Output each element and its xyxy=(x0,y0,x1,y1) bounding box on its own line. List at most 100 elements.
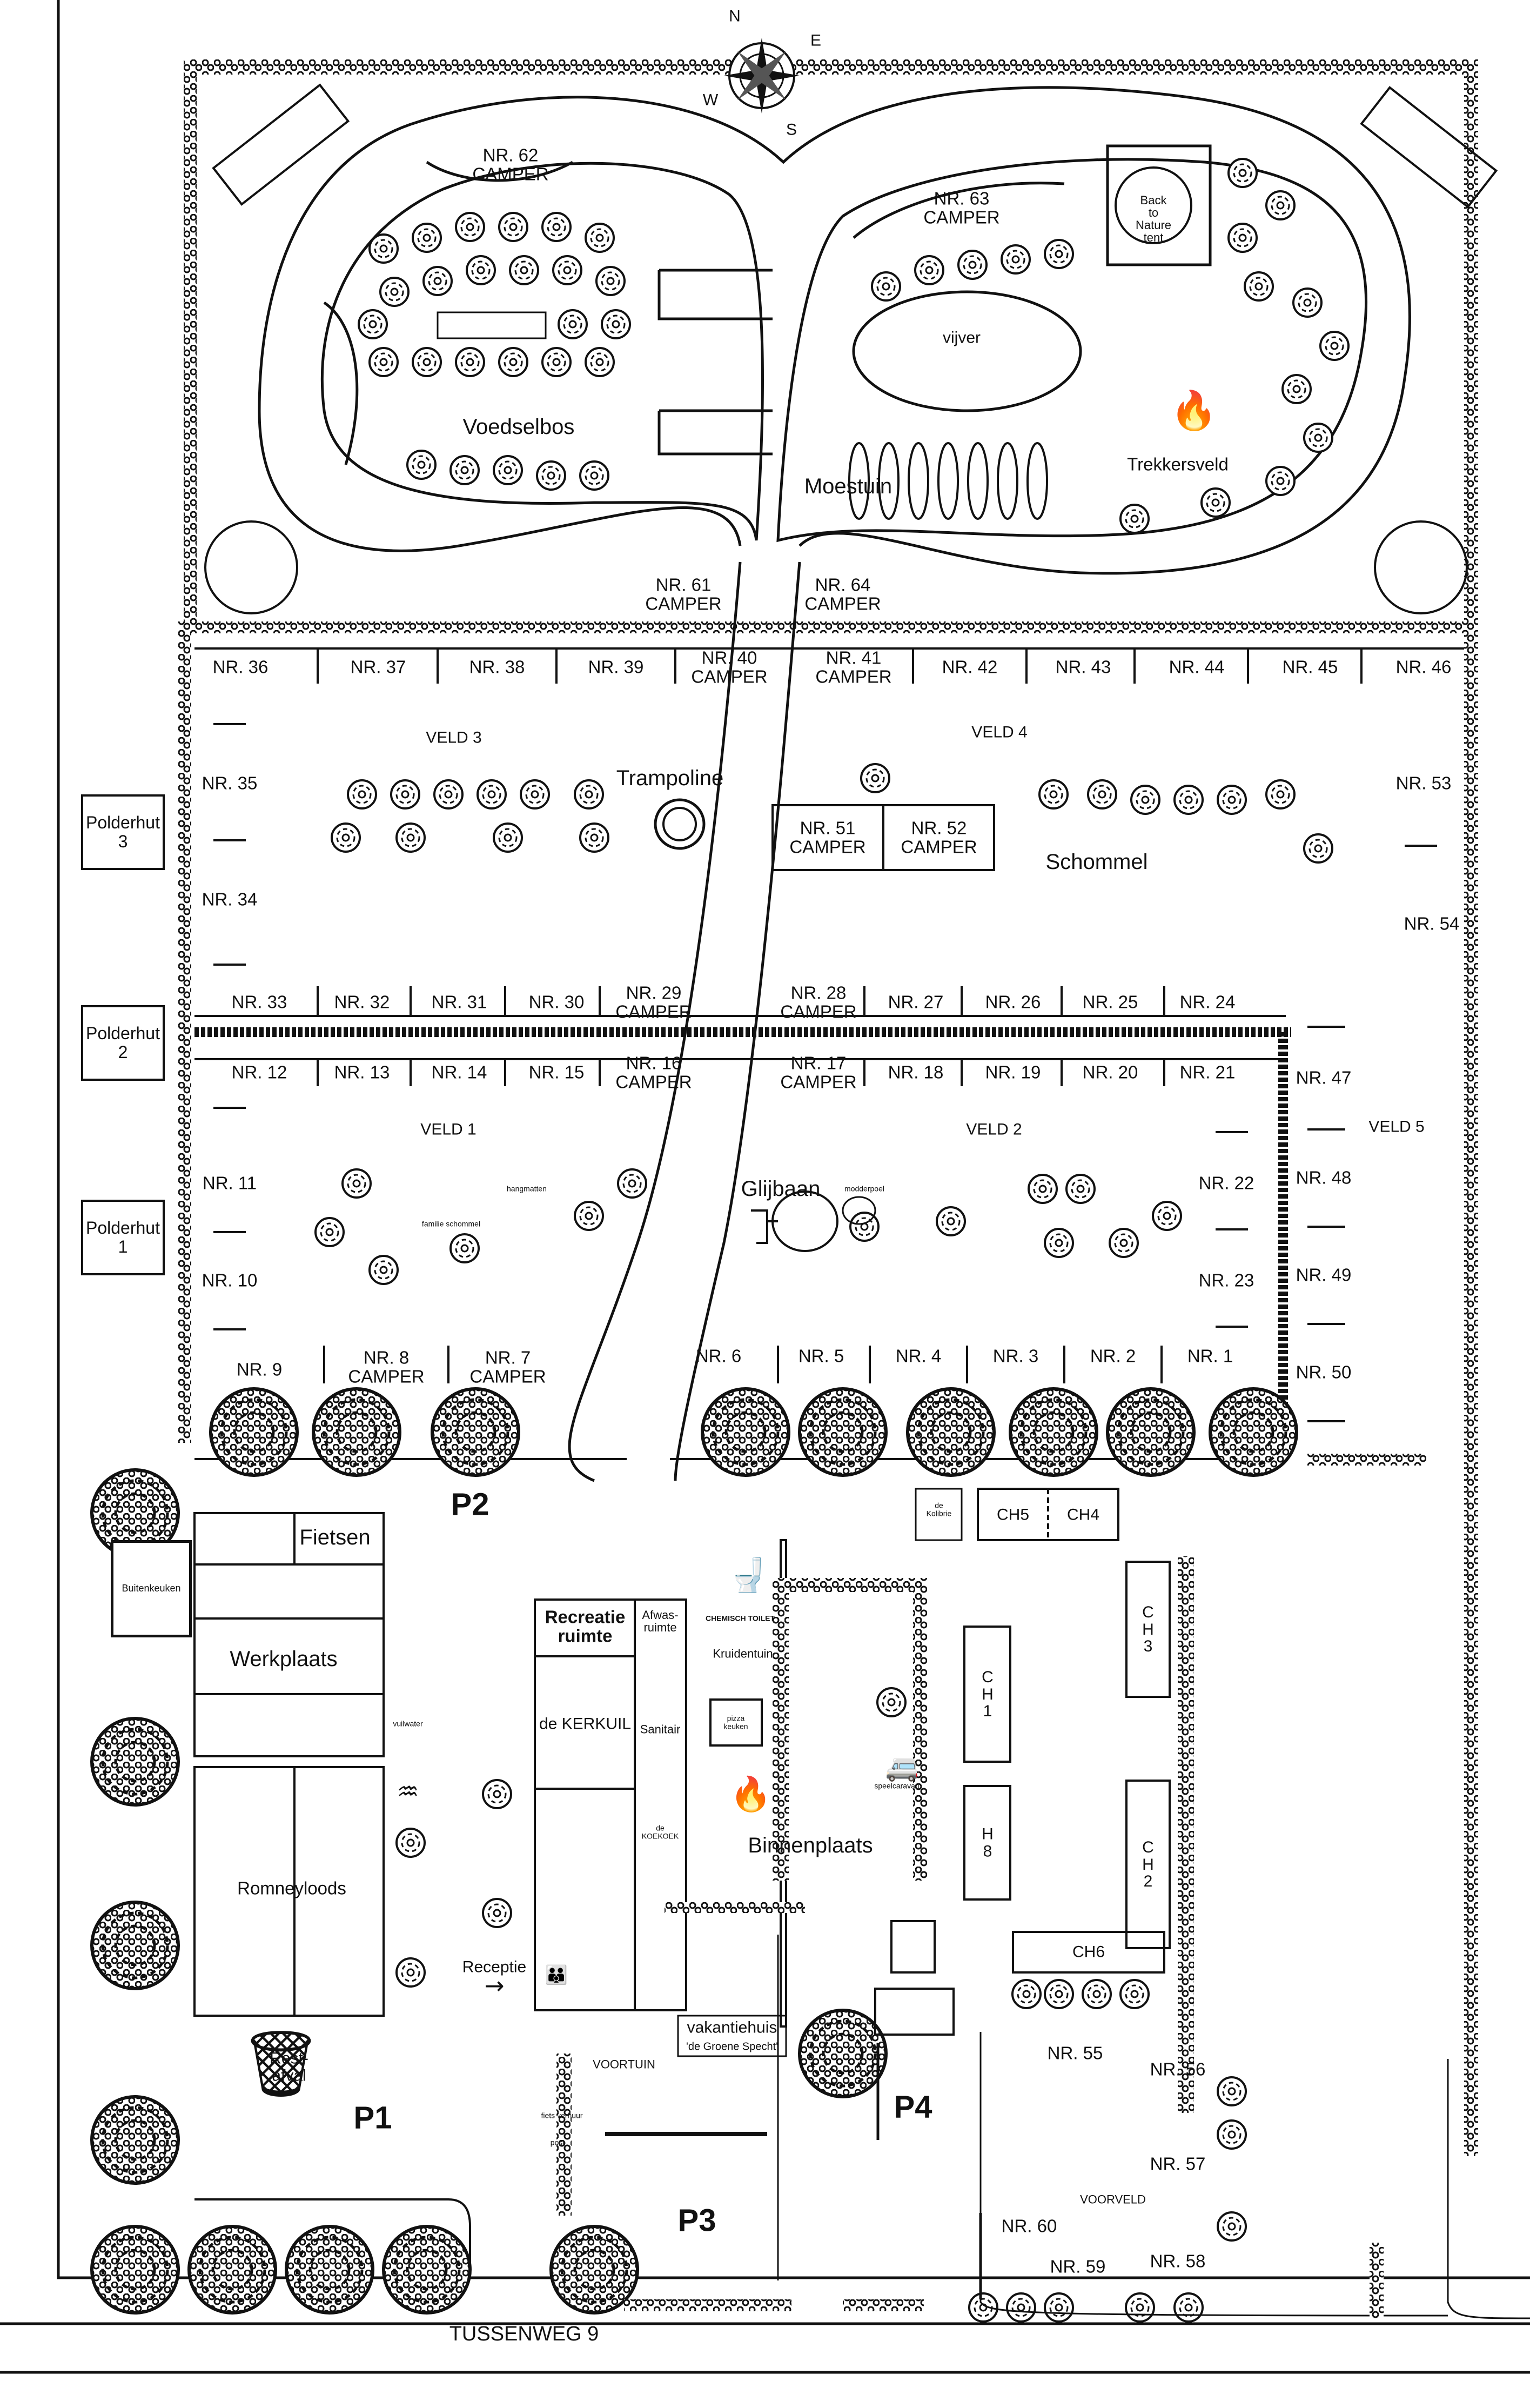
building-vakantiehuis[interactable]: vakantiehuis'de Groene Specht' xyxy=(686,2018,778,2052)
pitch-6[interactable]: NR. 6 xyxy=(695,1346,742,1366)
building-sanitair: Sanitair xyxy=(640,1722,681,1736)
label-receptie: Receptie xyxy=(462,1958,527,1976)
pitch-27[interactable]: NR. 27 xyxy=(888,992,944,1012)
pitch-50[interactable]: NR. 50 xyxy=(1296,1362,1352,1382)
pitch-53[interactable]: NR. 53 xyxy=(1395,773,1452,793)
pitch-12[interactable]: NR. 12 xyxy=(231,1062,287,1082)
pitch-49[interactable]: NR. 49 xyxy=(1296,1265,1352,1285)
campfire-icon-binnenplaats: 🔥 xyxy=(730,1774,772,1814)
pitch-39[interactable]: NR. 39 xyxy=(588,657,644,677)
building-ch5[interactable]: CH5 xyxy=(996,1506,1030,1524)
pitch-33[interactable]: NR. 33 xyxy=(231,992,287,1012)
caravan-icon: 🚐 xyxy=(885,1751,920,1783)
pitch-57[interactable]: NR. 57 xyxy=(1150,2153,1206,2174)
building-ch6[interactable]: CH6 xyxy=(1072,1943,1105,1961)
pitch-3[interactable]: NR. 3 xyxy=(992,1346,1039,1366)
pitch-38[interactable]: NR. 38 xyxy=(469,657,525,677)
pitch-58[interactable]: NR. 58 xyxy=(1150,2251,1206,2271)
label-voedselbos: Voedselbos xyxy=(462,415,575,439)
pitch-4[interactable]: NR. 4 xyxy=(895,1346,942,1366)
pitch-32[interactable]: NR. 32 xyxy=(334,992,390,1012)
pitch-54[interactable]: NR. 54 xyxy=(1404,913,1460,934)
label-veld-5: VELD 5 xyxy=(1368,1118,1425,1136)
label-modderpoel: modderpoel xyxy=(844,1184,884,1193)
pitch-18[interactable]: NR. 18 xyxy=(888,1062,944,1082)
pitch-45[interactable]: NR. 45 xyxy=(1282,657,1338,677)
pitch-31[interactable]: NR. 31 xyxy=(431,992,487,1012)
pitch-10[interactable]: NR. 10 xyxy=(202,1270,258,1290)
pitch-23[interactable]: NR. 23 xyxy=(1198,1270,1254,1290)
pitch-22[interactable]: NR. 22 xyxy=(1198,1173,1254,1193)
pitch-26[interactable]: NR. 26 xyxy=(985,992,1041,1012)
pitch-56[interactable]: NR. 56 xyxy=(1150,2059,1206,2079)
pitch-25[interactable]: NR. 25 xyxy=(1082,992,1138,1012)
pitch-47[interactable]: NR. 47 xyxy=(1296,1067,1352,1088)
parking-p1: P1 xyxy=(353,2100,392,2136)
parking-p4: P4 xyxy=(894,2089,932,2125)
pitch-15[interactable]: NR. 15 xyxy=(528,1062,585,1082)
pitch-14[interactable]: NR. 14 xyxy=(431,1062,487,1082)
pitch-46[interactable]: NR. 46 xyxy=(1395,657,1452,677)
pitch-13[interactable]: NR. 13 xyxy=(334,1062,390,1082)
pitch-9[interactable]: NR. 9 xyxy=(236,1359,283,1380)
pitch-59[interactable]: NR. 59 xyxy=(1050,2256,1106,2277)
pitch-36[interactable]: NR. 36 xyxy=(212,657,269,677)
pitch-44[interactable]: NR. 44 xyxy=(1169,657,1225,677)
campfire-icon: 🔥 xyxy=(1170,388,1218,433)
pitch-43[interactable]: NR. 43 xyxy=(1055,657,1111,677)
label-hangmatten: hangmatten xyxy=(507,1184,547,1193)
label-vijver: vijver xyxy=(942,329,981,347)
pitch-37[interactable]: NR. 37 xyxy=(350,657,406,677)
label-binnenplaats: Binnenplaats xyxy=(748,1834,873,1857)
building-buitenkeuken[interactable]: Buitenkeuken xyxy=(111,1540,192,1637)
pitch-5[interactable]: NR. 5 xyxy=(798,1346,844,1366)
label-veld-1: VELD 1 xyxy=(420,1120,477,1139)
pitch-19[interactable]: NR. 19 xyxy=(985,1062,1041,1082)
pitch-48[interactable]: NR. 48 xyxy=(1296,1167,1352,1188)
pitch-34[interactable]: NR. 34 xyxy=(202,889,258,909)
pitch-30[interactable]: NR. 30 xyxy=(528,992,585,1012)
label-restafval: Rest-afval xyxy=(270,2049,308,2084)
pitch-24[interactable]: NR. 24 xyxy=(1179,992,1236,1012)
pitch-35[interactable]: NR. 35 xyxy=(202,773,258,793)
building-ch4[interactable]: CH4 xyxy=(1066,1506,1100,1524)
building-werkplaats: Werkplaats xyxy=(230,1647,338,1671)
label-post: post xyxy=(550,2138,565,2147)
label-trekkersveld: Trekkersveld xyxy=(1127,454,1229,474)
pitch-1[interactable]: NR. 1 xyxy=(1187,1346,1233,1366)
label-vuilwater: vuilwater xyxy=(393,1719,423,1728)
label-trampoline: Trampoline xyxy=(616,766,724,790)
pitch-60[interactable]: NR. 60 xyxy=(1001,2216,1057,2236)
compass-rose-icon xyxy=(724,38,800,113)
people-icon: 👪 xyxy=(545,1964,568,1986)
pitch-55[interactable]: NR. 55 xyxy=(1047,2043,1103,2063)
pitch-2[interactable]: NR. 2 xyxy=(1090,1346,1136,1366)
hedge-east xyxy=(1464,59,1478,2156)
label-fiets-verhuur: fiets verhuur xyxy=(541,2111,583,2120)
pitch-42[interactable]: NR. 42 xyxy=(942,657,998,677)
pitch-21[interactable]: NR. 21 xyxy=(1179,1062,1236,1082)
pitch-20[interactable]: NR. 20 xyxy=(1082,1062,1138,1082)
pitch-11[interactable]: NR. 11 xyxy=(202,1173,257,1193)
